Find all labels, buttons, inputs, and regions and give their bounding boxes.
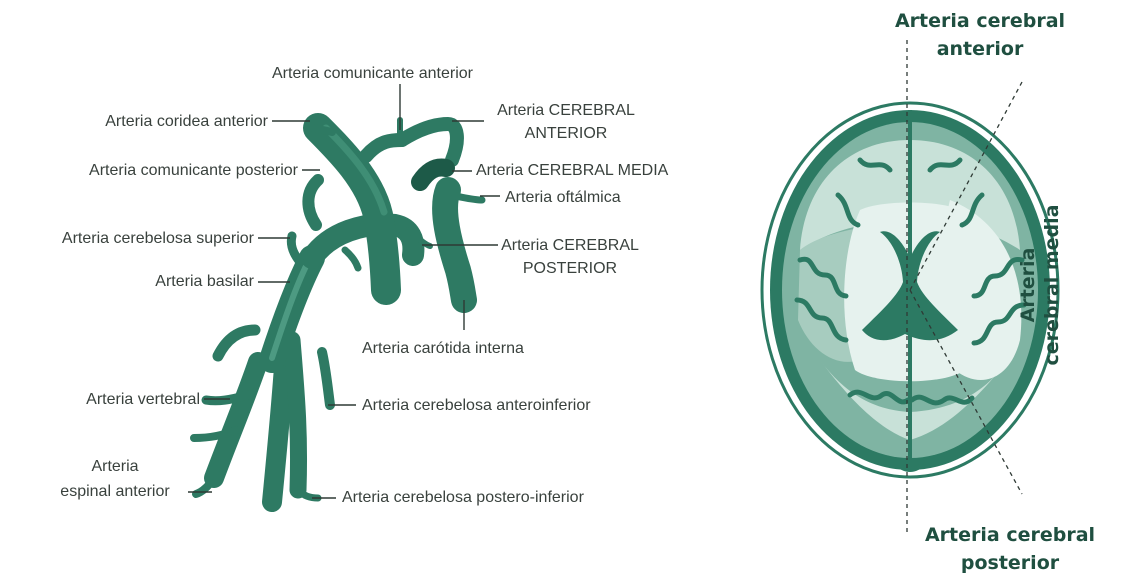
label-acerebral-media-2: cerebral media (1040, 185, 1064, 385)
label-espinal-anterior-1: Arteria (40, 457, 190, 476)
label-acerebral-posterior-1: Arteria cerebral (910, 522, 1110, 548)
vertebral-artery-right (272, 352, 285, 502)
anterior-cerebral-right (402, 124, 457, 160)
label-cerebral-posterior-1: Arteria CEREBRAL (490, 236, 650, 255)
choroid-branch (313, 128, 332, 132)
label-vertebral: Arteria vertebral (40, 390, 200, 409)
pica-branch (298, 490, 318, 498)
left-upper-branch (218, 330, 255, 356)
label-acerebral-posterior-2: posterior (910, 550, 1110, 576)
label-cerebral-posterior-2: POSTERIOR (490, 259, 650, 278)
label-oftalmica: Arteria oftálmica (505, 188, 621, 207)
label-acerebral-media: Arteria cerebral media (1016, 185, 1064, 385)
label-cerebral-anterior-1: Arteria CEREBRAL (486, 101, 646, 120)
pca-small-branch (345, 250, 358, 268)
posterior-communicating (308, 180, 318, 225)
label-comunicante-anterior: Arteria comunicante anterior (272, 64, 473, 83)
label-cerebral-media: Arteria CEREBRAL MEDIA (476, 161, 668, 180)
label-cerebelosa-posteroinferior: Arteria cerebelosa postero-inferior (342, 488, 584, 507)
label-cerebral-anterior-2: ANTERIOR (486, 124, 646, 143)
label-espinal-anterior-2: espinal anterior (40, 482, 190, 501)
vertebral-artery-left (214, 362, 258, 478)
label-basilar: Arteria basilar (100, 272, 254, 291)
aica-branch (322, 352, 330, 405)
vertebral-artery-right-2 (292, 340, 299, 490)
superior-cerebellar-branch (291, 236, 300, 262)
label-coridea-anterior: Arteria coridea anterior (60, 112, 268, 131)
left-lower-branch-1 (206, 395, 248, 401)
label-acerebral-anterior-2: anterior (880, 36, 1080, 62)
label-cerebelosa-anteroinferior: Arteria cerebelosa anteroinferior (362, 396, 591, 415)
label-acerebral-media-1: Arteria (1016, 185, 1040, 385)
label-cerebelosa-superior: Arteria cerebelosa superior (10, 229, 254, 248)
label-comunicante-posterior: Arteria comunicante posterior (20, 161, 298, 180)
ophthalmic-branch (455, 196, 482, 200)
label-acerebral-anterior-1: Arteria cerebral (880, 8, 1080, 34)
label-carotida-interna: Arteria carótida interna (362, 339, 524, 358)
